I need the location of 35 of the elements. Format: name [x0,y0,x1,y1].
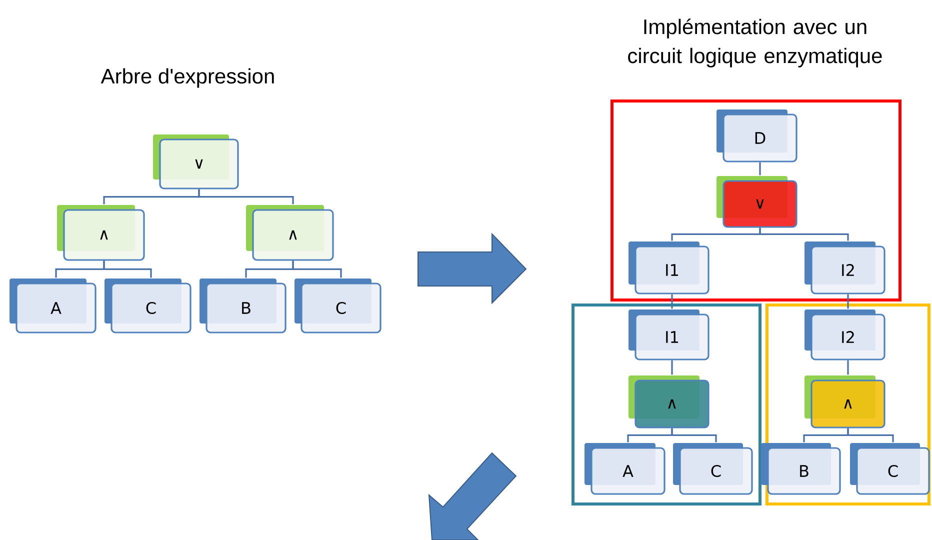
label-box: B [761,443,841,495]
operator-box: ∨ [153,134,239,190]
operator-box: ∧ [246,205,334,261]
label-box: I2 [804,310,886,360]
gate-box: ∧ [628,376,710,428]
connector [759,162,761,176]
connector [198,189,294,204]
connector [847,294,849,309]
heading: Arbre d'expression [100,68,274,88]
connector [847,360,849,375]
frame [766,304,930,506]
operator-box: ∧ [57,205,145,261]
label-box: C [104,278,192,334]
connector [671,428,717,442]
frame [572,304,762,506]
connector [292,260,342,278]
label-box: B [200,278,286,334]
label-box: I2 [804,242,886,294]
label-box: I1 [628,242,710,294]
connector [671,294,673,309]
gate-box: ∨ [716,176,798,228]
connector [671,360,673,375]
connector [759,228,849,241]
label-box: C [294,278,382,334]
connector [103,260,152,278]
label-box: C [673,443,753,495]
gate-box: ∧ [804,376,886,428]
label-box: D [716,110,798,162]
label-box: I1 [628,310,710,360]
label-box: A [584,443,666,495]
connector [847,428,894,442]
label-box: C [850,443,930,495]
heading: Implémentation avec un circuit logique enzymatique [628,18,882,68]
frame [610,100,902,302]
label-box: A [10,278,96,334]
